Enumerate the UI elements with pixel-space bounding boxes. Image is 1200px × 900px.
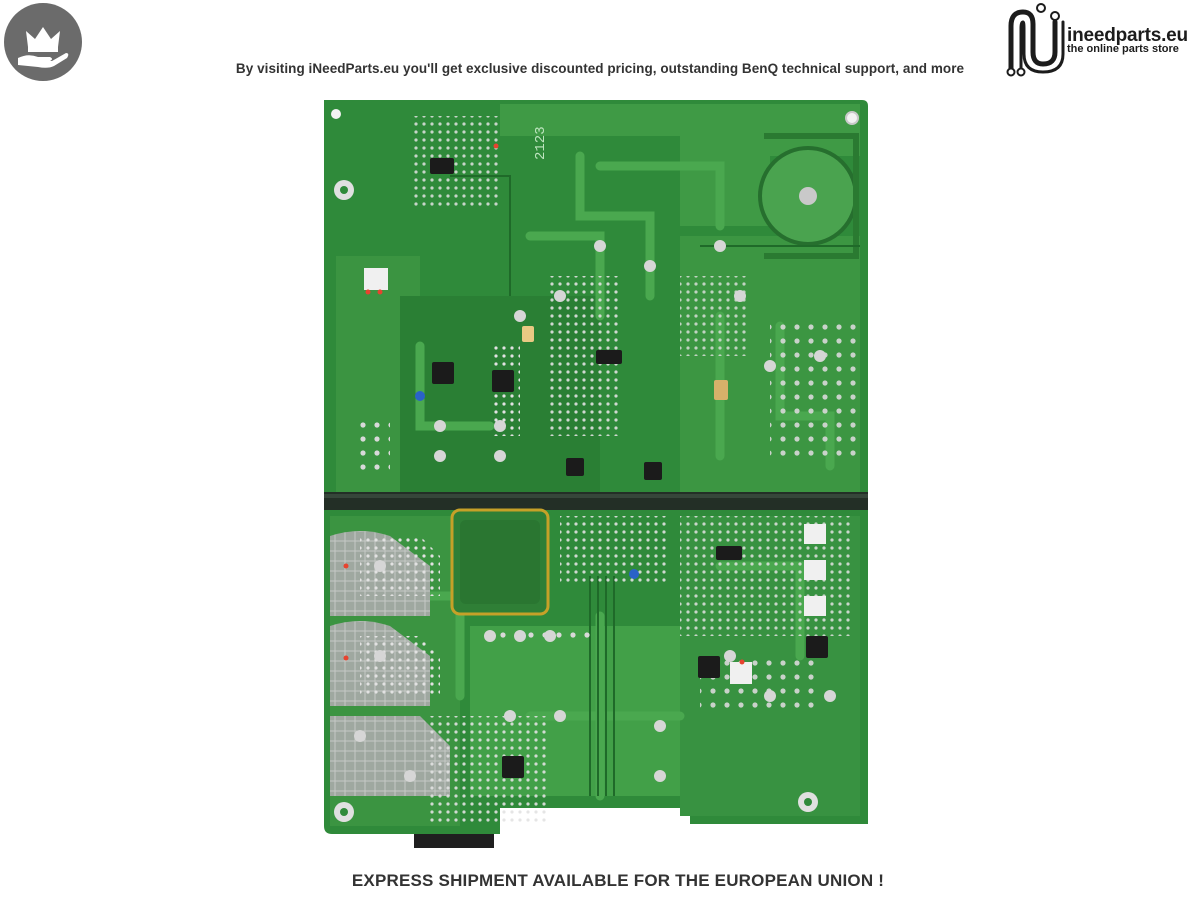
crown-on-hand-icon xyxy=(4,3,82,81)
silkscreen-date-code: 2123 xyxy=(533,126,549,160)
logo-tagline: the online parts store xyxy=(1067,43,1179,55)
ineedparts-logo[interactable]: ineedparts.eu the online parts store xyxy=(1003,2,1198,78)
promo-banner: By visiting iNeedParts.eu you'll get exc… xyxy=(235,61,965,76)
pcb-power-board-photo: 2123 xyxy=(300,96,890,856)
logo-name: ineedparts.eu xyxy=(1067,25,1188,46)
shipping-notice: EXPRESS SHIPMENT AVAILABLE FOR THE EUROP… xyxy=(351,871,885,890)
ineedparts-logo-icon xyxy=(1006,3,1065,77)
